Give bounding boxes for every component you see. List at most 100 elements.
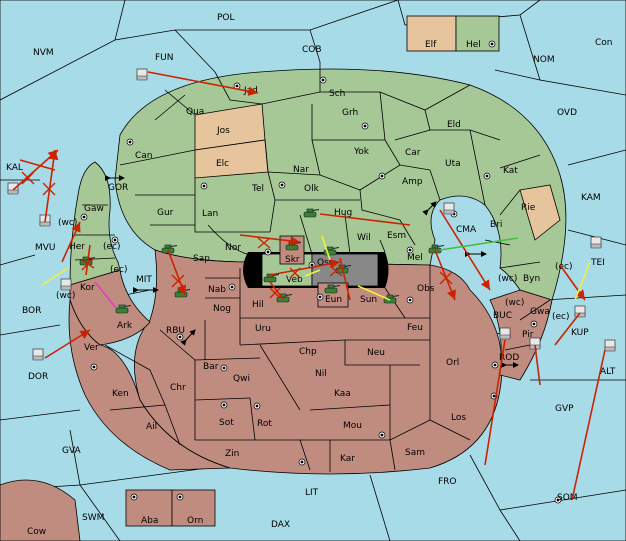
coast-tag-kor-ec: (ec) xyxy=(110,265,128,275)
label-chp: Chp xyxy=(299,347,317,357)
north-borders xyxy=(74,62,541,269)
land-labels: Jad Sch Qua Jos Grh Eld Can Elc Nar Yok … xyxy=(69,86,550,464)
passage-arrows xyxy=(105,175,519,368)
label-kam: KAM xyxy=(581,193,601,203)
coast-tag-her-wc: (wc) xyxy=(58,218,77,228)
label-car: Car xyxy=(405,148,421,158)
label-pol: POL xyxy=(217,13,235,23)
fleet-unit xyxy=(590,236,602,249)
label-rbu: RBU xyxy=(166,326,185,336)
label-obs: Obs xyxy=(417,284,435,294)
label-gvp: GVP xyxy=(555,404,574,414)
label-grh: Grh xyxy=(342,108,358,118)
orders xyxy=(12,71,606,501)
label-chr: Chr xyxy=(170,383,186,393)
label-gor: GOR xyxy=(108,183,128,193)
label-kat: Kat xyxy=(503,166,518,176)
label-veb: Veb xyxy=(286,275,303,285)
label-eld: Eld xyxy=(447,120,461,130)
label-uta: Uta xyxy=(445,159,461,169)
label-feu: Feu xyxy=(407,323,423,333)
support-orders xyxy=(41,235,591,309)
label-her: Her xyxy=(69,242,85,252)
label-orn: Orn xyxy=(187,516,203,526)
label-tei: TEI xyxy=(590,258,605,268)
label-cma: CMA xyxy=(456,225,477,235)
label-rie: Rie xyxy=(521,203,536,213)
label-hug: Hug xyxy=(334,208,352,218)
label-cow: Cow xyxy=(27,527,46,537)
label-gaw: Gaw xyxy=(84,204,104,214)
fleet-unit xyxy=(574,305,586,318)
label-zin: Zin xyxy=(225,449,239,459)
fleet-unit xyxy=(7,182,19,195)
coast-tag-kor-wc: (wc) xyxy=(56,291,75,301)
label-gva: GVA xyxy=(62,446,82,456)
label-bri: Bri xyxy=(490,220,502,230)
label-cob: COB xyxy=(302,45,322,55)
label-kor: Kor xyxy=(80,283,95,293)
label-ost: Ost xyxy=(317,258,333,268)
label-pir: Pir xyxy=(522,330,534,340)
label-amp: Amp xyxy=(402,177,423,187)
label-rod: ROD xyxy=(499,353,519,363)
label-qwi: Qwi xyxy=(233,374,250,384)
label-sap: Sap xyxy=(193,254,210,264)
label-nom: NOM xyxy=(533,55,555,65)
label-kup: KUP xyxy=(571,328,589,338)
label-wil: Wil xyxy=(357,233,371,243)
label-sun: Sun xyxy=(360,295,377,305)
coast-tag-her-ec: (ec) xyxy=(103,242,121,252)
label-skr: Skr xyxy=(285,255,300,265)
label-kal: KAL xyxy=(6,163,23,173)
fleet-unit xyxy=(604,339,616,352)
label-mel: Mel xyxy=(407,253,423,263)
label-bor: BOR xyxy=(22,306,41,316)
label-dax: DAX xyxy=(271,520,290,530)
label-som: SOM xyxy=(557,493,578,503)
label-jos: Jos xyxy=(216,126,230,136)
label-buc: BUC xyxy=(493,311,512,321)
label-byn: Byn xyxy=(523,274,540,284)
fleet-unit xyxy=(32,348,44,361)
label-kaa: Kaa xyxy=(334,389,351,399)
label-nog: Nog xyxy=(213,304,231,314)
region-elf[interactable] xyxy=(406,15,457,52)
label-elf: Elf xyxy=(425,40,437,50)
label-can: Can xyxy=(135,151,153,161)
label-mit: MIT xyxy=(136,275,152,285)
fleet-unit xyxy=(499,327,511,340)
label-nab: Nab xyxy=(208,285,226,295)
label-gwa: Gwa xyxy=(530,307,550,317)
label-sch: Sch xyxy=(329,89,345,99)
label-olk: Olk xyxy=(304,184,320,194)
label-aba: Aba xyxy=(141,516,158,526)
coast-tag-gwa-ec: (ec) xyxy=(552,312,570,322)
label-con: Con xyxy=(595,38,613,48)
region-rie[interactable] xyxy=(519,184,561,241)
label-elc: Elc xyxy=(216,159,229,169)
label-orl: Orl xyxy=(446,358,459,368)
label-mou: Mou xyxy=(343,421,362,431)
label-esm: Esm xyxy=(387,231,406,241)
coast-tag-byn-wc: (wc) xyxy=(498,274,517,284)
region-cow[interactable] xyxy=(0,479,81,541)
label-neu: Neu xyxy=(367,348,385,358)
coast-tag-gwa-wc: (wc) xyxy=(505,298,524,308)
south-landmass[interactable] xyxy=(134,249,503,475)
west-coast-strip[interactable] xyxy=(68,299,231,471)
label-swm: SWM xyxy=(82,513,104,523)
label-lan: Lan xyxy=(202,209,218,219)
fleet-unit xyxy=(60,278,72,291)
label-eun: Eun xyxy=(325,295,342,305)
coast-tag-byn-ec: (ec) xyxy=(555,262,573,272)
label-ver: Ver xyxy=(84,343,99,353)
label-hil: Hil xyxy=(252,300,264,310)
label-mvu: MVU xyxy=(35,243,56,253)
label-gur: Gur xyxy=(157,208,174,218)
label-ovd: OVD xyxy=(557,108,577,118)
label-rot: Rot xyxy=(257,419,272,429)
coast-tags: (wc) (ec) (ec) (wc) (wc) (wc) (ec) (ec) xyxy=(56,218,573,322)
